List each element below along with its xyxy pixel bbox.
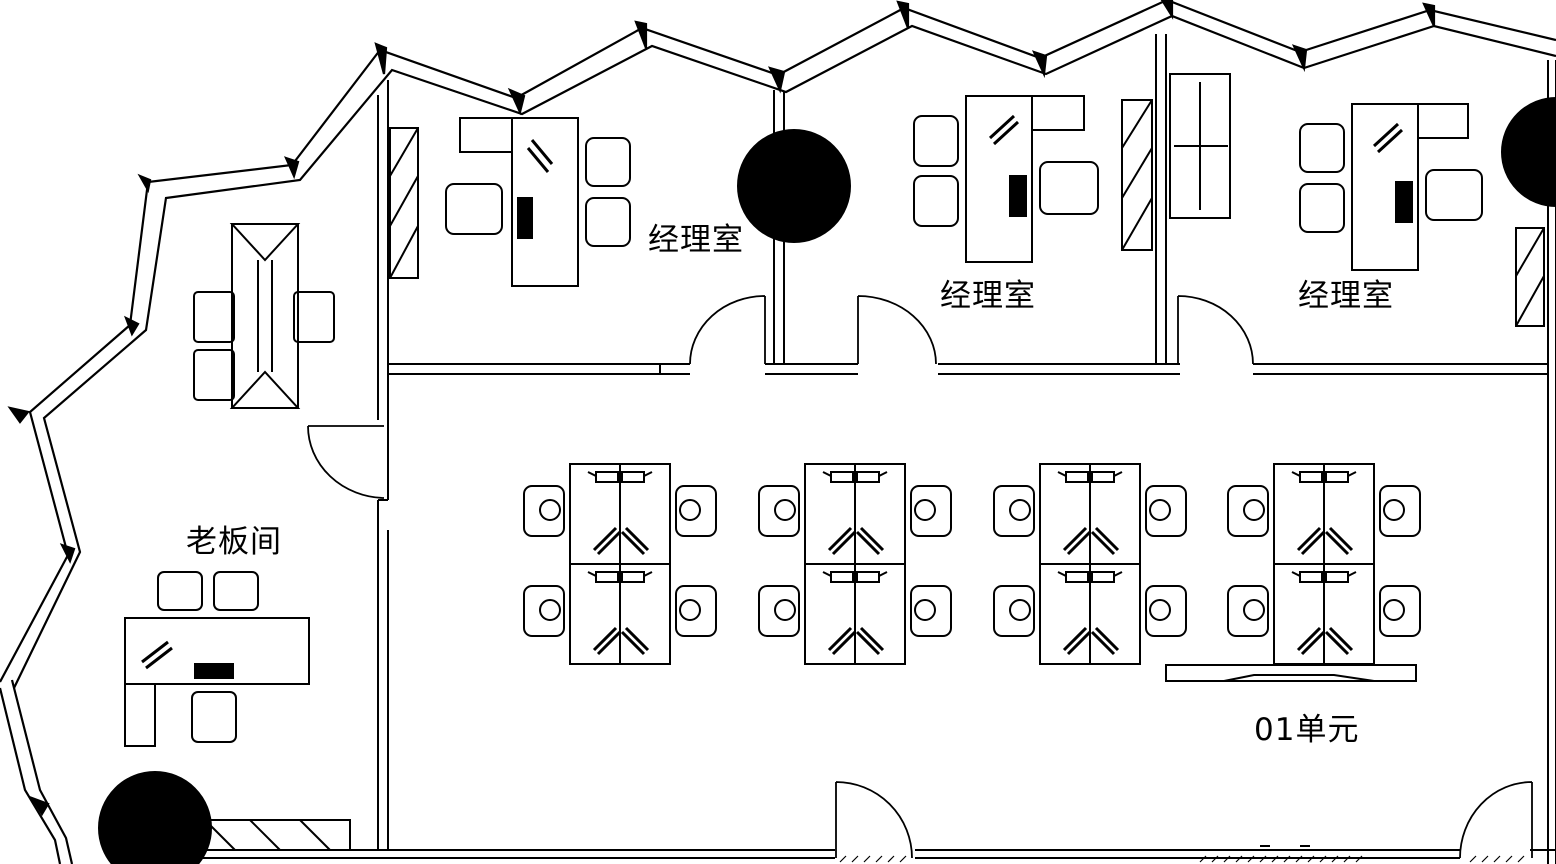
manager-room-2-furniture bbox=[913, 95, 1153, 263]
workstations bbox=[523, 463, 1421, 665]
manager-room-1-label: 经理室 bbox=[648, 222, 744, 258]
manager-room-2-label: 经理室 bbox=[940, 278, 1036, 314]
doors bbox=[307, 295, 1533, 859]
manager-room-3-label: 经理室 bbox=[1298, 278, 1394, 314]
reception-counter bbox=[1165, 664, 1417, 847]
manager-room-1-furniture bbox=[389, 117, 631, 287]
boss-room-furniture bbox=[124, 223, 351, 851]
boss-room-label: 老板间 bbox=[186, 524, 282, 560]
partition-walls bbox=[377, 34, 1548, 850]
columns bbox=[98, 97, 1556, 864]
unit-label: 01单元 bbox=[1254, 712, 1360, 748]
manager-room-3-furniture bbox=[1169, 73, 1545, 327]
